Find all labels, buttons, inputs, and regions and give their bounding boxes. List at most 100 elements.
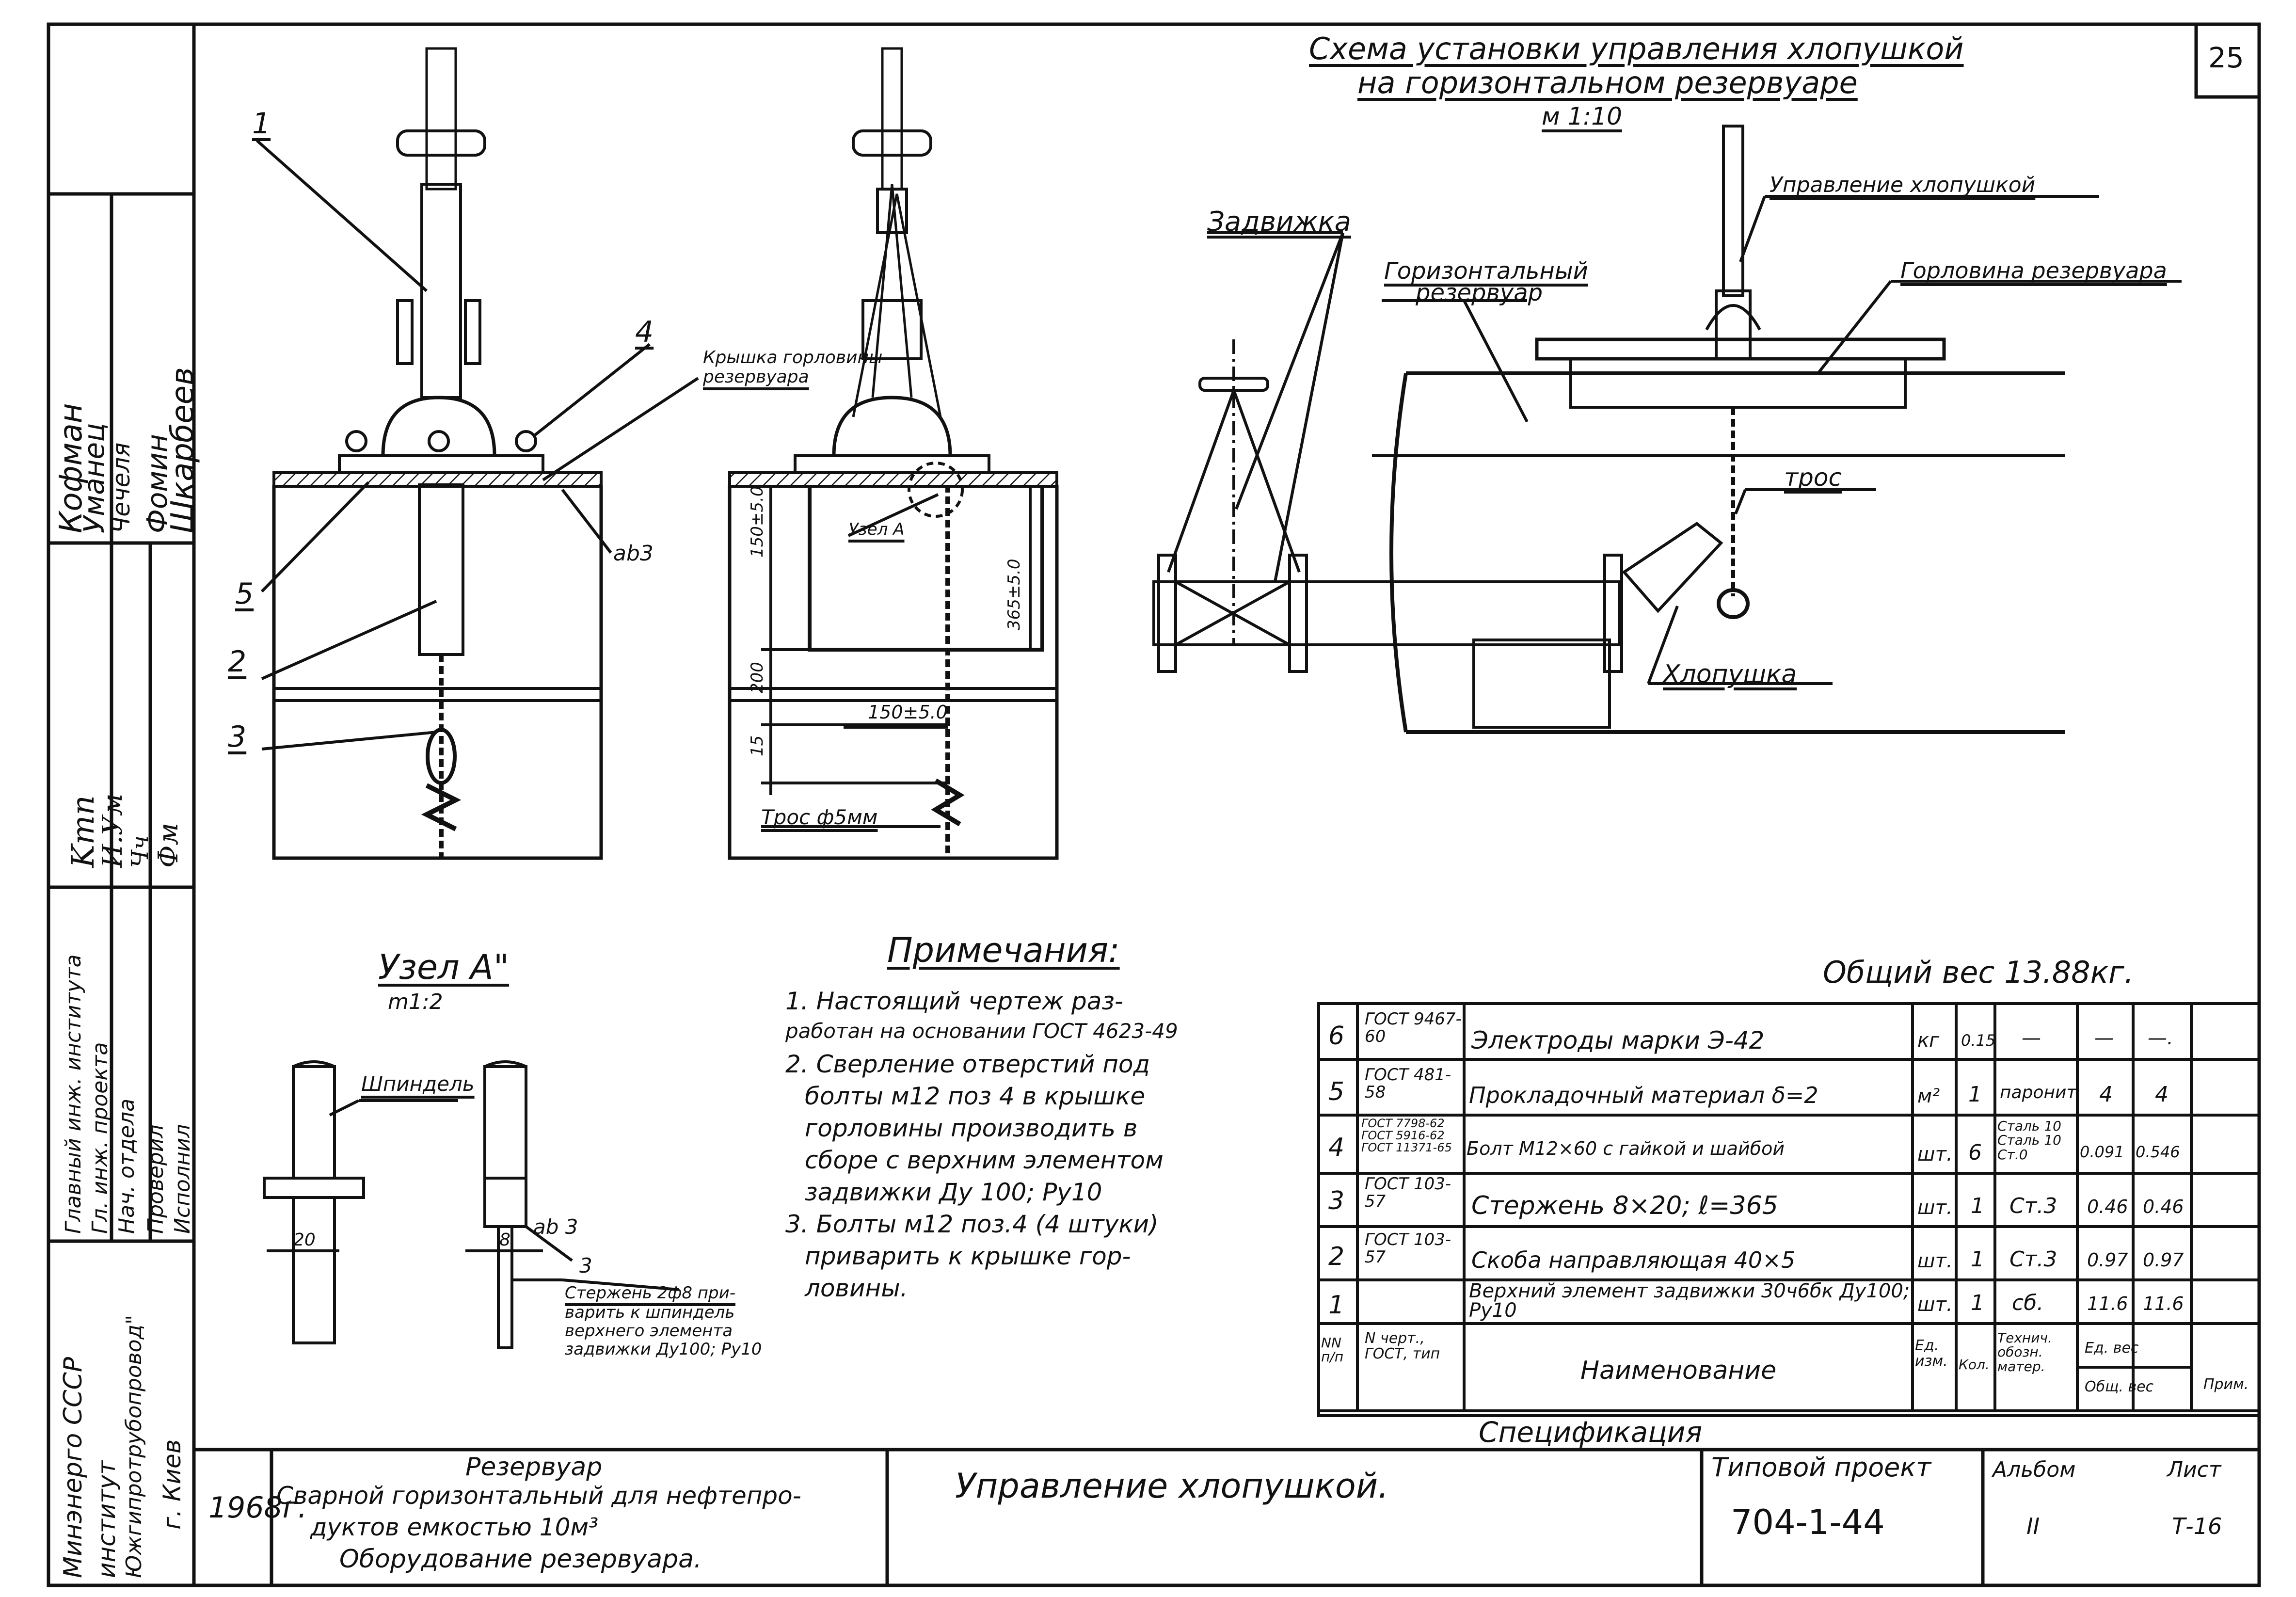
neck-label: Горловина резервуара bbox=[1900, 257, 2167, 284]
object-line2: Сварной горизонтальный для нефтепро- bbox=[276, 1482, 801, 1510]
total-weight: Общий вес 13.88кг. bbox=[1823, 955, 2134, 990]
stamp-role-5: Исполнил bbox=[170, 1124, 195, 1234]
spec-row-1-name: Верхний элемент задвижки 30ч6бк Ду100; Р… bbox=[1469, 1280, 1910, 1322]
tank-label-line2: резервуар bbox=[1416, 279, 1543, 306]
node-a-item-no: 3 bbox=[579, 1254, 592, 1278]
node-a-detail bbox=[263, 1060, 679, 1349]
sheet-title-line1: Схема установки управления хлопушкой bbox=[1309, 31, 1964, 66]
callout-4: 4 bbox=[635, 315, 654, 349]
project-label: Типовой проект bbox=[1711, 1452, 1931, 1483]
spec-row-4-no: 4 bbox=[1328, 1133, 1345, 1162]
spec-row-2-total-weight: 0.97 bbox=[2143, 1249, 2184, 1271]
spec-row-1-no: 1 bbox=[1328, 1291, 1345, 1320]
spec-header-qty: Кол. bbox=[1959, 1357, 1990, 1373]
spec-row-3-no: 3 bbox=[1328, 1186, 1345, 1215]
spec-header-unit: Ед. изм. bbox=[1915, 1337, 1948, 1370]
spec-row-6-no: 6 bbox=[1328, 1022, 1345, 1051]
spec-header-name: Наименование bbox=[1580, 1356, 1777, 1385]
drawing-name: Управление хлопушкой. bbox=[955, 1466, 1389, 1506]
spec-row-6-total-weight: —. bbox=[2148, 1027, 2173, 1049]
node-a-note-1: Стержень 2ф8 при- bbox=[565, 1283, 735, 1303]
notes-heading: Примечания: bbox=[887, 930, 1120, 970]
sheet-scale: м 1:10 bbox=[1542, 102, 1622, 130]
sheet-label: Лист bbox=[2167, 1457, 2221, 1482]
notes-line: 1. Настоящий чертеж раз- bbox=[785, 987, 1123, 1015]
sheet-frame bbox=[47, 22, 2261, 1587]
spec-row-3-total-weight: 0.46 bbox=[2143, 1196, 2184, 1217]
spec-row-2-unit-weight: 0.97 bbox=[2087, 1249, 2128, 1271]
project-number: 704-1-44 bbox=[1731, 1502, 1885, 1542]
spec-header-doc: N черт., ГОСТ, тип bbox=[1365, 1330, 1440, 1362]
spec-row-2-name: Скоба направляющая 40×5 bbox=[1471, 1247, 1796, 1273]
spec-row-1-unit: шт. bbox=[1917, 1294, 1953, 1316]
notes-line: работан на основании ГОСТ 4623-49 bbox=[785, 1019, 1178, 1043]
spec-caption: Спецификация bbox=[1479, 1416, 1703, 1449]
object-line3: дуктов емкостью 10м³ bbox=[310, 1513, 599, 1541]
callout-2: 2 bbox=[228, 645, 247, 679]
node-a-scale: m1:2 bbox=[388, 990, 443, 1014]
spec-row-5-qty: 1 bbox=[1968, 1082, 1982, 1107]
stamp-signature-4: Фм bbox=[153, 823, 184, 868]
sheet-title-line2: на горизонтальном резервуаре bbox=[1357, 65, 1858, 100]
stamp-role-2: Гл. инж. проекта bbox=[88, 1042, 112, 1234]
callout-1: 1 bbox=[252, 107, 271, 141]
spec-row-2-unit: шт. bbox=[1917, 1250, 1953, 1272]
notes-line: 3. Болты м12 поз.4 (4 штуки) bbox=[785, 1210, 1159, 1238]
node-a-title: Узел А" bbox=[378, 947, 510, 987]
lid-label-line2: резервуара bbox=[703, 367, 809, 387]
spec-header-unit-weight: Ед. вес bbox=[2085, 1340, 2139, 1357]
spec-row-2-material: Ст.3 bbox=[2009, 1247, 2057, 1272]
stamp-role-4: Проверил bbox=[144, 1124, 168, 1234]
dim-200-vertical: 200 bbox=[748, 662, 767, 693]
spec-row-2-no: 2 bbox=[1328, 1242, 1345, 1271]
node-a-weld-mark: ab 3 bbox=[533, 1215, 578, 1239]
node-a-dim-8: 8 bbox=[499, 1230, 510, 1250]
spec-row-2-doc: ГОСТ 103-57 bbox=[1365, 1230, 1451, 1267]
tank-label-line1: Горизонтальный bbox=[1384, 257, 1588, 285]
dim-365-vertical: 365±5.0 bbox=[1004, 559, 1024, 630]
spec-row-3-unit-weight: 0.46 bbox=[2087, 1196, 2128, 1217]
lid-label-line1: Крышка горловины bbox=[703, 348, 883, 367]
notes-list: 1. Настоящий чертеж раз- работан на осно… bbox=[785, 989, 1178, 1300]
spec-row-5-material: паронит bbox=[2000, 1083, 2077, 1102]
node-a-note-2: варить к шпиндель bbox=[565, 1303, 735, 1322]
spec-row-5-no: 5 bbox=[1328, 1077, 1345, 1106]
notes-line: приварить к крышке гор- bbox=[805, 1242, 1131, 1270]
spec-row-3-name: Стержень 8×20; ℓ=365 bbox=[1471, 1191, 1778, 1220]
stamp-name-2: Уманец bbox=[78, 423, 111, 533]
spec-header-total-weight: Общ. вес bbox=[2085, 1378, 2154, 1395]
notes-line: 2. Сверление отверстий под bbox=[785, 1050, 1150, 1078]
spec-row-6-unit: кг bbox=[1917, 1029, 1940, 1052]
spec-row-5-doc: ГОСТ 481-58 bbox=[1365, 1065, 1451, 1102]
spec-row-4-doc: ГОСТ 7798-62 ГОСТ 5916-62 ГОСТ 11371-65 bbox=[1361, 1117, 1452, 1155]
horizontal-tank-scheme bbox=[1152, 125, 2182, 734]
spec-row-5-name: Прокладочный материал δ=2 bbox=[1469, 1082, 1818, 1108]
callout-3: 3 bbox=[228, 720, 247, 754]
object-line4: Оборудование резервуара. bbox=[339, 1545, 702, 1574]
spec-header-no: NN п/п bbox=[1321, 1335, 1344, 1365]
notes-line: сборе с верхним элементом bbox=[805, 1146, 1164, 1174]
spec-row-4-name: Болт М12×60 с гайкой и шайбой bbox=[1467, 1138, 1785, 1159]
spec-header-note: Прим. bbox=[2203, 1376, 2249, 1393]
spec-row-6-material: — bbox=[2022, 1027, 2041, 1049]
stamp-signature-3: Чч bbox=[127, 835, 154, 868]
middle-section-view bbox=[728, 47, 1059, 860]
callout-5: 5 bbox=[235, 577, 254, 611]
stamp-name-5: Шкарбеев bbox=[165, 367, 201, 533]
spec-row-5-total-weight: 4 bbox=[2155, 1082, 2168, 1107]
page-number: 25 bbox=[2208, 41, 2244, 74]
spec-row-1-total-weight: 11.6 bbox=[2143, 1293, 2184, 1314]
stamp-role-1: Главный инж. института bbox=[61, 954, 86, 1234]
rope-label-right: трос bbox=[1784, 463, 1842, 492]
spec-table-grid bbox=[1317, 1002, 2261, 1417]
stamp-role-3: Нач. отдела bbox=[114, 1098, 139, 1234]
album-label: Альбом bbox=[1993, 1457, 2076, 1482]
stamp-name-3: Чечеля bbox=[107, 442, 135, 533]
valve-label: Задвижка bbox=[1207, 206, 1351, 238]
left-section-view bbox=[256, 47, 699, 860]
spec-row-4-qty: 6 bbox=[1968, 1140, 1982, 1165]
spec-row-4-unit: шт. bbox=[1917, 1143, 1953, 1166]
spec-row-5-unit: м² bbox=[1917, 1085, 1940, 1107]
sheet-value: Т-16 bbox=[2172, 1513, 2222, 1539]
